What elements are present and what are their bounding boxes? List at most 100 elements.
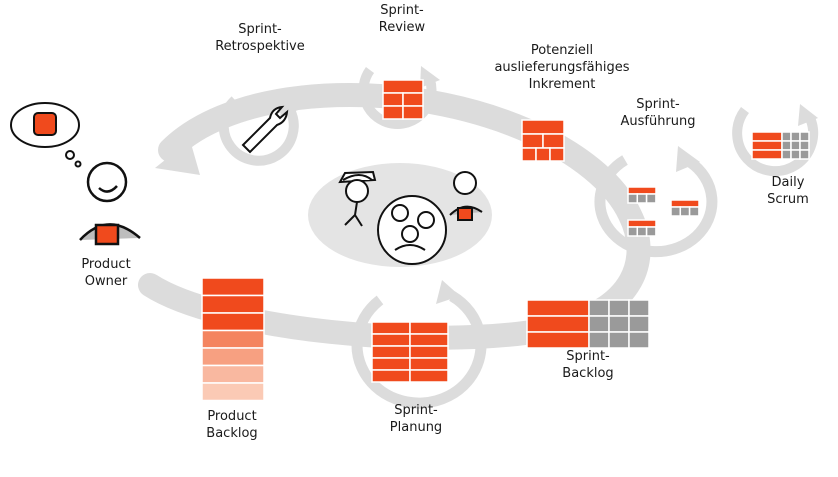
daily-item-gray [790, 140, 801, 151]
daily-item-gray [790, 131, 801, 142]
product-owner-figure [10, 102, 141, 246]
sprint-backlog-task [588, 331, 610, 349]
increment-item [521, 147, 537, 162]
sprint-backlog-item [526, 315, 590, 333]
product-backlog-item [201, 294, 265, 314]
label-line: Planung [390, 420, 442, 435]
sprint-backlog-item [526, 299, 590, 317]
increment-item [521, 119, 565, 135]
review-item [382, 92, 404, 107]
label-line: Review [379, 20, 426, 35]
label-line: Sprint- [636, 97, 680, 112]
label-line: Inkrement [529, 77, 596, 92]
planning-item [409, 321, 449, 335]
review-item [382, 79, 424, 94]
sprint-backlog-task [628, 331, 650, 349]
label-line: Product [81, 257, 130, 272]
daily-item [751, 131, 783, 142]
label-line: Sprint- [566, 349, 610, 364]
increment-item [549, 147, 565, 162]
scrum-master-person-icon [338, 170, 377, 227]
scrum-team-group [308, 163, 492, 267]
product-backlog-item [201, 364, 265, 384]
sprint-backlog-grid [526, 299, 650, 349]
label-line: Product [207, 409, 256, 424]
label-line: auslieferungsfähiges [494, 60, 629, 75]
label-sprint-ausfuehrung: Sprint- Ausführung [620, 97, 695, 129]
daily-item-gray [781, 140, 792, 151]
sprint-backlog-item [526, 331, 590, 349]
daily-item-gray [799, 149, 810, 160]
exec-board-cell [636, 226, 648, 237]
label-line: Retrospektive [215, 39, 305, 54]
label-line: Sprint- [380, 3, 424, 18]
potenziell-increment-icon [521, 119, 565, 162]
daily-item [751, 149, 783, 160]
exec-board-top [670, 199, 700, 208]
planning-items-icon [371, 321, 449, 383]
daily-item [751, 140, 783, 151]
exec-board-cell [645, 193, 657, 204]
exec-board-cell [636, 193, 648, 204]
label-sprint-backlog: Sprint- Backlog [562, 349, 613, 381]
product-backlog-item [201, 382, 265, 402]
increment-item [521, 133, 544, 149]
label-line: Ausführung [620, 114, 695, 129]
daily-item-gray [781, 131, 792, 142]
planning-item [409, 357, 449, 371]
exec-board-cell [645, 226, 657, 237]
daily-item-gray [799, 140, 810, 151]
product-backlog-item [201, 312, 265, 332]
review-item [402, 92, 424, 107]
increment-item [542, 133, 565, 149]
label-sprint-retrospektive: Sprint- Retrospektive [215, 22, 305, 54]
product-backlog-item [201, 277, 265, 297]
exec-board-cell [670, 206, 682, 217]
planning-item [371, 333, 411, 347]
review-item [402, 105, 424, 120]
person-icon [79, 161, 141, 246]
product-backlog-item [201, 347, 265, 367]
label-line: Daily [772, 175, 805, 190]
planning-item [371, 321, 411, 335]
exec-board-cell [679, 206, 691, 217]
daily-item-gray [790, 149, 801, 160]
sprint-task-board-icon [627, 186, 700, 237]
label-line: Sprint- [394, 403, 438, 418]
planning-item [371, 345, 411, 359]
sprint-backlog-task [628, 315, 650, 333]
cycle-arrow-head-icon [155, 140, 200, 175]
sprint-retrospektive-loop [218, 96, 299, 166]
sprint-review-loop [358, 66, 440, 129]
product-owner-mini-icon [449, 171, 483, 221]
label-line: Backlog [562, 366, 613, 381]
review-item [382, 105, 404, 120]
exec-board-cell [627, 226, 639, 237]
daily-item-gray [781, 149, 792, 160]
label-line: Potenziell [531, 43, 593, 58]
dev-team-icon [377, 195, 447, 265]
review-increment-icon [382, 79, 424, 120]
label-line: Sprint- [238, 22, 282, 37]
daily-scrum-loop [732, 104, 819, 177]
product-backlog-item [201, 329, 265, 349]
label-line: Owner [85, 274, 128, 289]
exec-board-top [627, 186, 657, 195]
sprint-ausfuehrung-loop [594, 146, 718, 258]
label-sprint-review: Sprint- Review [379, 3, 426, 35]
exec-board-cell [627, 193, 639, 204]
increment-item [535, 147, 551, 162]
planning-item [409, 345, 449, 359]
daily-item-gray [799, 131, 810, 142]
wrench-icon [241, 105, 289, 154]
label-line: Scrum [767, 192, 809, 207]
idea-item-icon [33, 112, 57, 136]
exec-board-cell [688, 206, 700, 217]
sprint-backlog-task [608, 331, 630, 349]
sprint-backlog-task [628, 299, 650, 317]
planning-item [409, 369, 449, 383]
